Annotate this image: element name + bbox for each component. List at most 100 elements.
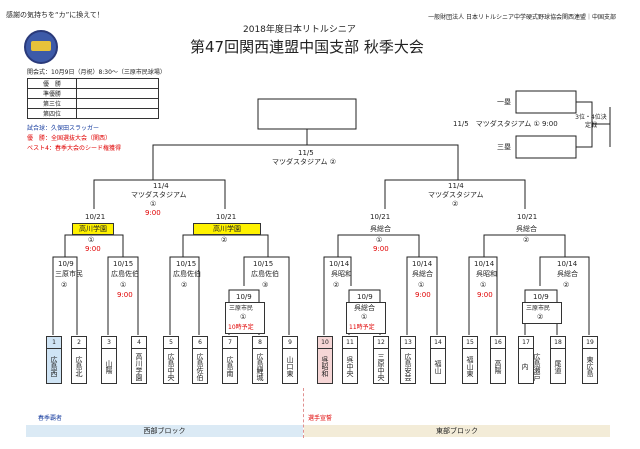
semi-date: 11/4 [448,182,464,190]
r2-venue: 呉総合 [412,270,433,278]
team-name: 山口東 [286,356,294,377]
team-number: 14 [431,337,445,349]
r2-date: 10/9 [58,260,74,268]
r1-slot: ① [361,313,368,321]
team-number: 17 [519,337,533,349]
team-number: 7 [223,337,237,349]
block-divider [303,388,304,438]
team-box: 13 広島安芸 [400,336,416,384]
team-number: 13 [401,337,415,349]
third-base-label: 三塁 [497,143,511,151]
team-box: 7 広島南 [222,336,238,384]
team-name: 東広島 [586,356,594,377]
team-name: 呉昭和 [321,356,329,377]
league-logo [24,30,58,64]
team-number: 18 [551,337,565,349]
team-name: 高陽 [494,359,502,374]
team-name: 広島西 [50,356,58,377]
opening-ceremony: 開会式：10月9日（月祝）8:30～（三原市民球場） [27,69,166,76]
r2-slot: ② [333,281,340,289]
r1-date: 10/9 [357,293,373,301]
qf-venue: 呉総合 [516,225,537,233]
qf-date: 10/21 [216,213,237,221]
final-date: 11/5 [298,149,314,157]
r2-venue: 三原市民 [55,270,83,278]
team-box: 10 呉昭和 [317,336,333,384]
r2-venue: 広島佐伯 [173,270,201,278]
r2-time: 9:00 [117,291,133,299]
final-venue: マツダスタジアム ② [272,158,337,166]
team-box: 5 広島中央 [163,336,179,384]
team-number: 12 [374,337,388,349]
team-box: 16 高陽 [490,336,506,384]
team-number: 2 [72,337,86,349]
ball-note: 試合球：久保田スラッガー [27,125,100,132]
qf-slot: ② [221,236,228,244]
r1-venue: 呉総合 [354,304,375,312]
r2-time: 9:00 [477,291,493,299]
qf-slot: ① [88,236,95,244]
team-name: 広島鯉城 [256,352,264,381]
r1-date: 10/9 [236,293,252,301]
qf-time: 9:00 [85,245,101,253]
r2-date: 10/15 [253,260,274,268]
team-name: 三原中央 [377,352,385,381]
r2-slot: ② [181,281,188,289]
team-name: 広島中央 [167,352,175,381]
team-box: 8 広島鯉城 [252,336,268,384]
qf-venue: 高川学園 [72,223,114,235]
team-number: 5 [164,337,178,349]
semi-slot: ① [150,200,157,208]
team-name: 広島瀬戸内 [521,352,541,381]
team-number: 10 [318,337,332,349]
best4-note: ベスト4：春季大会のシード権獲得 [27,145,121,152]
team-name: 福山東 [466,356,474,377]
team-name: 広島南 [226,356,234,377]
page-title: 第47回関西連盟中国支部 秋季大会 [190,38,424,56]
semi-time: 9:00 [145,209,161,217]
team-number: 16 [491,337,505,349]
team-name: 高川学園 [135,352,143,381]
organization-name: 一般財団法人 日本リトルシニア中学硬式野球協会関西連盟｜中国支部 [428,14,616,21]
team-number: 8 [253,337,267,349]
team-number: 4 [132,337,146,349]
team-number: 11 [343,337,357,349]
qf-date: 10/21 [85,213,106,221]
r1-time: 10時予定 [228,324,254,331]
r2-date: 10/14 [329,260,350,268]
semi-date: 11/4 [153,182,169,190]
r2-slot: ③ [262,281,269,289]
result-value [76,108,159,119]
qf-date: 10/21 [517,213,538,221]
r2-date: 10/14 [412,260,433,268]
champion-seed-note: 春季覇者 [38,415,63,422]
qf-venue: 呉総合 [370,225,391,233]
team-name: 広島安芸 [404,352,412,381]
r2-slot: ① [120,281,127,289]
r2-time: 9:00 [415,291,431,299]
team-box: 17 広島瀬戸内 [518,336,541,384]
semi-venue: マツダスタジアム [131,191,187,199]
team-number: 3 [102,337,116,349]
r2-date: 10/14 [474,260,495,268]
east-block-band: 東部ブロック [304,425,610,437]
west-block-band: 西部ブロック [26,425,303,437]
r1-venue: 三原市民 [526,305,551,312]
r1-box [346,302,386,334]
r2-venue: 広島佐伯 [111,270,139,278]
results-table: 優 勝 準優勝 第三位 第四位 [27,78,159,119]
team-number: 6 [193,337,207,349]
team-name: 福山 [434,359,442,374]
r2-slot: ② [563,281,570,289]
r1-time: 11時予定 [349,324,375,331]
qf-venue: 高川学園 [193,223,261,235]
third-place-schedule: 11/5 マツダスタジアム ① 9:00 [453,120,558,128]
